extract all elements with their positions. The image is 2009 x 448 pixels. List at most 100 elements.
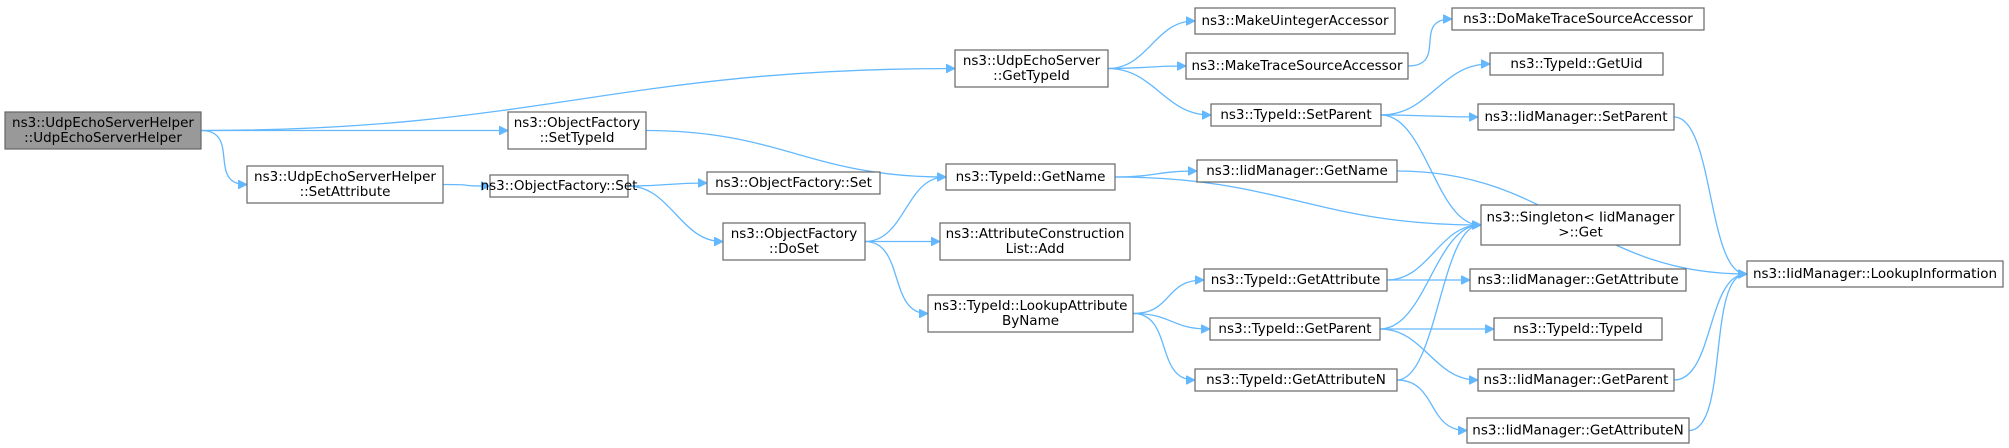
node-label: ns3::IidManager::GetParent xyxy=(1484,372,1669,388)
node-iid-getparent[interactable]: ns3::IidManager::GetParent xyxy=(1477,368,1675,392)
node-box xyxy=(1203,268,1388,292)
node-typeid-getname[interactable]: ns3::TypeId::GetName xyxy=(945,163,1116,191)
node-label: ns3::Singleton< IidManager xyxy=(1487,210,1675,226)
node-label: ns3::ObjectFactory::Set xyxy=(715,175,872,191)
node-label: ns3::MakeTraceSourceAccessor xyxy=(1191,58,1402,74)
node-box xyxy=(954,49,1109,88)
edge-ues_gettypeid-to-make_uint_acc xyxy=(1107,21,1194,70)
node-root[interactable]: ns3::UdpEchoServerHelper::UdpEchoServerH… xyxy=(4,111,202,150)
node-label: ::SetAttribute xyxy=(300,184,391,200)
node-label: ns3::MakeUintegerAccessor xyxy=(1201,13,1389,29)
node-box xyxy=(4,111,202,150)
node-label: ns3::TypeId::GetName xyxy=(956,169,1106,185)
node-label: ns3::IidManager::GetAttribute xyxy=(1477,272,1678,288)
node-label: ns3::IidManager::GetAttributeN xyxy=(1472,423,1683,439)
node-box xyxy=(1466,417,1690,444)
node-of-set2[interactable]: ns3::ObjectFactory::Set xyxy=(706,171,881,195)
node-box xyxy=(706,171,881,195)
node-label: ns3::TypeId::GetUid xyxy=(1510,56,1642,72)
node-iid-lookupinfo[interactable]: ns3::IidManager::LookupInformation xyxy=(1746,260,2004,288)
node-label: ns3::UdpEchoServerHelper xyxy=(254,169,436,185)
node-label: ::UdpEchoServerHelper xyxy=(24,130,182,146)
node-iid-getattribute[interactable]: ns3::IidManager::GetAttribute xyxy=(1469,268,1687,292)
node-box xyxy=(1194,7,1396,35)
node-box xyxy=(1480,204,1681,246)
nodes-layer: ns3::UdpEchoServerHelper::UdpEchoServerH… xyxy=(4,7,2004,444)
edge-of_set1-to-of_set2 xyxy=(627,183,706,186)
edge-typeid_getattributen-to-iid_getattributen xyxy=(1396,379,1466,431)
edge-ues_gettypeid-to-make_trace_acc xyxy=(1107,66,1185,69)
node-box xyxy=(507,111,647,150)
edge-typeid_lookupattr-to-typeid_getattribute xyxy=(1132,280,1203,315)
node-of-doset[interactable]: ns3::ObjectFactory::DoSet xyxy=(722,222,866,261)
node-of-set1[interactable]: ns3::ObjectFactory::Set xyxy=(481,174,638,198)
node-typeid-typeid[interactable]: ns3::TypeId::TypeId xyxy=(1493,317,1663,341)
node-box xyxy=(1210,103,1382,127)
node-box xyxy=(1477,368,1675,392)
node-label: ::SetTypeId xyxy=(540,130,615,146)
node-box xyxy=(1477,103,1675,131)
node-box xyxy=(1493,317,1663,341)
node-box xyxy=(1196,159,1398,183)
edge-iid_getattributen-to-iid_lookupinfo xyxy=(1688,274,1746,432)
node-singleton-get[interactable]: ns3::Singleton< IidManager>::Get xyxy=(1480,204,1681,246)
node-label: >::Get xyxy=(1558,225,1602,241)
node-make-uint-acc[interactable]: ns3::MakeUintegerAccessor xyxy=(1194,7,1396,35)
edge-make_trace_acc-to-domake_trace_acc xyxy=(1407,19,1451,67)
node-box xyxy=(939,222,1131,261)
node-label: ns3::IidManager::LookupInformation xyxy=(1753,266,1997,282)
edge-typeid_getparent-to-singleton_get xyxy=(1379,225,1480,330)
node-label: ns3::UdpEchoServer xyxy=(963,53,1101,69)
edge-root-to-ues_gettypeid xyxy=(200,69,954,132)
edge-uesh_setattr-to-of_set1 xyxy=(442,185,489,187)
node-box xyxy=(489,174,629,198)
edge-typeid_setparent-to-singleton_get xyxy=(1380,114,1480,225)
node-ues-gettypeid[interactable]: ns3::UdpEchoServer::GetTypeId xyxy=(954,49,1109,88)
edge-ues_gettypeid-to-typeid_setparent xyxy=(1107,67,1210,116)
edge-typeid_setparent-to-iid_setparent xyxy=(1380,115,1477,117)
node-label: ns3::TypeId::GetParent xyxy=(1218,321,1371,337)
edge-iid_setparent-to-iid_lookupinfo xyxy=(1673,116,1746,274)
node-typeid-setparent[interactable]: ns3::TypeId::SetParent xyxy=(1210,103,1382,127)
node-box xyxy=(1469,268,1687,292)
node-label: ns3::TypeId::TypeId xyxy=(1513,321,1643,337)
node-label: ns3::ObjectFactory xyxy=(514,115,641,131)
node-domake-trace-acc[interactable]: ns3::DoMakeTraceSourceAccessor xyxy=(1451,7,1705,31)
node-typeid-getuid[interactable]: ns3::TypeId::GetUid xyxy=(1489,52,1664,76)
node-uesh-setattr[interactable]: ns3::UdpEchoServerHelper::SetAttribute xyxy=(246,165,444,204)
node-of-settypeid[interactable]: ns3::ObjectFactory::SetTypeId xyxy=(507,111,647,150)
node-label: ns3::TypeId::GetAttribute xyxy=(1211,272,1381,288)
edge-typeid_getname-to-singleton_get xyxy=(1114,176,1480,225)
node-label: ns3::TypeId::LookupAttribute xyxy=(934,298,1128,314)
node-iid-setparent[interactable]: ns3::IidManager::SetParent xyxy=(1477,103,1675,131)
node-label: ns3::IidManager::SetParent xyxy=(1485,109,1668,125)
edge-root-to-uesh_setattr xyxy=(200,129,246,185)
node-label: ns3::ObjectFactory xyxy=(731,226,858,242)
edge-of_doset-to-typeid_lookupattr xyxy=(864,240,927,314)
node-box xyxy=(1194,368,1398,392)
node-label: ns3::UdpEchoServerHelper xyxy=(12,115,194,131)
node-typeid-getparent[interactable]: ns3::TypeId::GetParent xyxy=(1209,317,1381,341)
node-box xyxy=(927,294,1134,333)
node-iid-getname[interactable]: ns3::IidManager::GetName xyxy=(1196,159,1398,183)
node-make-trace-acc[interactable]: ns3::MakeTraceSourceAccessor xyxy=(1185,52,1409,80)
node-label: ns3::DoMakeTraceSourceAccessor xyxy=(1463,11,1693,27)
edge-typeid_getparent-to-iid_getparent xyxy=(1379,328,1477,380)
node-box xyxy=(246,165,444,204)
node-box xyxy=(945,163,1116,191)
node-box xyxy=(1451,7,1705,31)
node-label: ByName xyxy=(1002,313,1059,329)
node-label: ns3::TypeId::SetParent xyxy=(1220,107,1371,123)
edge-typeid_getattributen-to-singleton_get xyxy=(1396,225,1480,381)
node-label: ::GetTypeId xyxy=(993,68,1070,84)
edge-of_doset-to-typeid_getname xyxy=(864,177,945,243)
node-typeid-getattribute[interactable]: ns3::TypeId::GetAttribute xyxy=(1203,268,1388,292)
node-typeid-getattributen[interactable]: ns3::TypeId::GetAttributeN xyxy=(1194,368,1398,392)
edge-typeid_getname-to-iid_getname xyxy=(1114,171,1196,178)
edge-of_settypeid-to-typeid_getname xyxy=(645,129,945,178)
node-iid-getattributen[interactable]: ns3::IidManager::GetAttributeN xyxy=(1466,417,1690,444)
node-box xyxy=(722,222,866,261)
